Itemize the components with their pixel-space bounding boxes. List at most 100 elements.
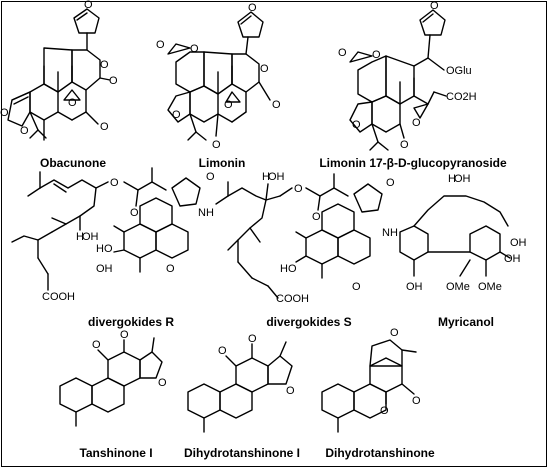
epoxide	[63, 89, 81, 101]
aryl-ring-right	[469, 225, 501, 261]
svg-text:O: O	[206, 171, 215, 183]
furan-ring	[73, 8, 100, 34]
svg-text:O: O	[248, 2, 257, 14]
furan-ring	[237, 11, 264, 38]
svg-text:OH: OH	[406, 281, 423, 293]
caption-obacunone: Obacunone	[39, 156, 107, 170]
furan-oxygen-label: O	[84, 0, 93, 11]
structure-tanshinone-i: O O O	[59, 329, 167, 427]
svg-text:O: O	[190, 43, 199, 55]
ring-b	[371, 95, 401, 133]
ring-d	[231, 53, 260, 93]
dihydrofuran	[267, 355, 293, 385]
caption-myricanol: Myricanol	[437, 315, 495, 329]
structure-obacunone: O O O O O O O	[0, 0, 118, 141]
svg-text:O: O	[352, 281, 361, 293]
svg-text:O: O	[130, 207, 139, 219]
dihydrofuran	[369, 339, 403, 367]
epoxide	[413, 103, 429, 119]
svg-text:O: O	[68, 97, 77, 109]
structure-divergokides-s: OH H O COOH O O NH HO	[215, 171, 398, 305]
ring-3	[123, 223, 157, 259]
furan-ring	[419, 9, 446, 36]
svg-text:HO: HO	[96, 243, 113, 255]
svg-text:O: O	[120, 329, 129, 341]
structure-dihydrotanshinone: O O O	[321, 327, 421, 433]
svg-text:O: O	[430, 0, 439, 12]
cooh-label: COOH	[276, 293, 309, 305]
cooh-label: COOH	[42, 291, 75, 303]
caption-divergokides-r: divergokides R	[87, 315, 175, 329]
structure-limonin-glucoside: O OGlu CO2H O O O O O	[338, 0, 477, 151]
svg-text:O: O	[224, 99, 233, 111]
svg-text:O: O	[92, 339, 101, 351]
svg-text:O: O	[380, 405, 389, 417]
structure-limonin: O O O O O O O O	[156, 2, 281, 151]
svg-text:O: O	[400, 139, 409, 151]
caption-dihydrotanshinone-i: Dihydrotanshinone I	[183, 446, 301, 460]
caption-limonin-glucoside: Limonin 17-β-D-glucopyranoside	[319, 156, 507, 170]
svg-text:OH: OH	[82, 231, 99, 243]
svg-text:O: O	[260, 63, 269, 75]
nh-label: NH	[382, 227, 398, 239]
lactam-ring	[171, 177, 201, 207]
svg-text:O: O	[218, 345, 227, 357]
ring-c	[369, 357, 403, 393]
svg-text:O: O	[312, 211, 321, 223]
oglu-label: OGlu	[446, 65, 472, 77]
svg-text:OH: OH	[96, 263, 113, 275]
lactone	[167, 43, 191, 55]
ring-2	[155, 223, 189, 259]
svg-text:O: O	[110, 177, 119, 189]
ring-3	[305, 229, 339, 265]
svg-text:O: O	[20, 125, 29, 137]
svg-text:OH: OH	[510, 237, 527, 249]
nh-label: NH	[198, 207, 214, 219]
ring-d	[71, 49, 101, 91]
svg-text:O: O	[100, 121, 109, 133]
ring-c	[235, 357, 269, 393]
co2h-label: CO2H	[446, 91, 477, 103]
svg-text:O: O	[372, 49, 381, 61]
svg-text:O: O	[412, 395, 421, 407]
svg-text:O: O	[158, 377, 167, 389]
svg-text:O: O	[294, 183, 303, 195]
ring-b	[29, 83, 59, 121]
svg-text:OMe: OMe	[478, 281, 502, 293]
svg-text:O: O	[172, 109, 181, 121]
epoxide	[225, 91, 241, 103]
ring-2	[337, 229, 371, 265]
ring-a	[187, 383, 221, 419]
thf-ring	[167, 91, 191, 123]
svg-text:H: H	[448, 173, 456, 185]
svg-text:H: H	[262, 171, 270, 183]
svg-text:OMe: OMe	[446, 281, 470, 293]
lactone	[349, 51, 373, 63]
furan	[139, 351, 163, 379]
svg-text:O: O	[109, 75, 118, 87]
caption-limonin: Limonin	[198, 156, 246, 170]
svg-text:O: O	[166, 263, 175, 275]
ring-a	[175, 51, 205, 93]
svg-text:O: O	[156, 39, 165, 51]
svg-text:O: O	[272, 99, 281, 111]
svg-text:HO: HO	[280, 263, 297, 275]
structure-divergokides-r: O OH H COOH O O NH HO	[11, 167, 215, 303]
ring-a	[357, 55, 387, 103]
structure-dihydrotanshinone-i: O O O	[187, 333, 295, 433]
svg-text:O: O	[100, 59, 109, 71]
ring-b	[189, 85, 219, 123]
structure-myricanol: OH H OH OH OMe OMe OH	[399, 173, 527, 293]
svg-text:OH: OH	[504, 253, 521, 265]
svg-text:O: O	[248, 333, 257, 345]
svg-text:O: O	[412, 117, 421, 129]
caption-divergokides-s: divergokides S	[266, 315, 352, 329]
caption-dihydrotanshinone: Dihydrotanshinone	[325, 446, 435, 460]
svg-text:O: O	[286, 385, 295, 397]
svg-text:O: O	[0, 107, 9, 119]
thf-ring	[349, 101, 373, 133]
ring-c	[107, 351, 141, 387]
